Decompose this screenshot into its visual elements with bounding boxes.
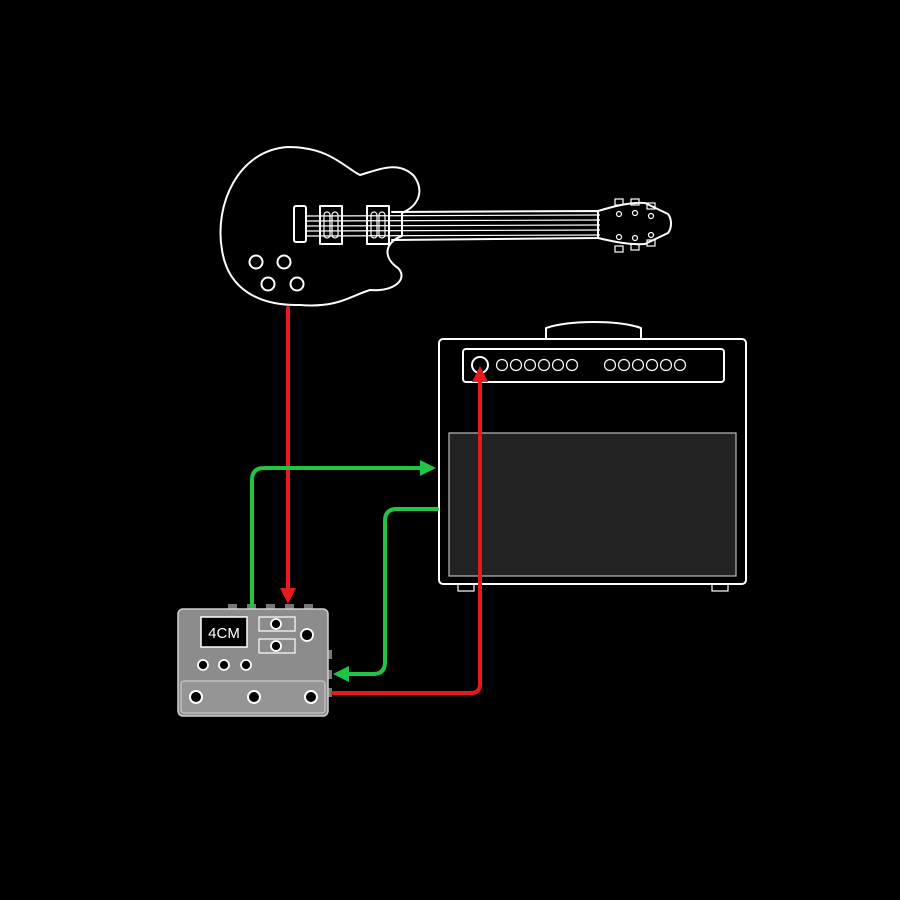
guitar-pickups <box>319 205 390 245</box>
electric-guitar-icon <box>219 146 672 307</box>
amp-cabinet <box>438 338 747 585</box>
guitar-bridge <box>293 205 307 243</box>
green-cable-processor-to-amp <box>250 460 436 608</box>
amp-foot-right <box>711 583 729 592</box>
guitar-body <box>219 146 421 307</box>
processor-side-jacks <box>326 650 332 697</box>
signal-cables <box>250 306 488 695</box>
amp-control-panel <box>462 348 725 383</box>
amp-speaker-grille <box>448 432 737 577</box>
processor-knob-bottom <box>270 640 282 652</box>
processor-screen <box>200 616 248 648</box>
amp-handle <box>545 321 642 340</box>
amp-knobs-left <box>495 358 579 372</box>
guitar-headstock <box>597 201 672 246</box>
processor-control-slot-top <box>258 616 296 632</box>
amp-knobs-right <box>603 358 687 372</box>
processor-footswitches <box>189 690 318 704</box>
guitar-strings <box>305 214 601 237</box>
amp-input-jack <box>471 356 489 374</box>
processor-knob-main <box>300 628 314 642</box>
processor-control-slot-bottom <box>258 638 296 654</box>
processor-buttons <box>197 659 252 671</box>
red-cable-processor-to-amp-input <box>331 366 488 695</box>
multi-effects-processor-icon: 4CM <box>177 604 332 717</box>
combo-amp-icon <box>438 321 747 592</box>
tuner-pegs <box>614 198 656 253</box>
processor-knob-top <box>270 618 282 630</box>
amp-foot-left <box>457 583 475 592</box>
guitar-knobs <box>248 254 305 292</box>
processor-screen-label: 4CM <box>208 625 240 642</box>
green-cable-amp-to-processor <box>333 507 439 682</box>
